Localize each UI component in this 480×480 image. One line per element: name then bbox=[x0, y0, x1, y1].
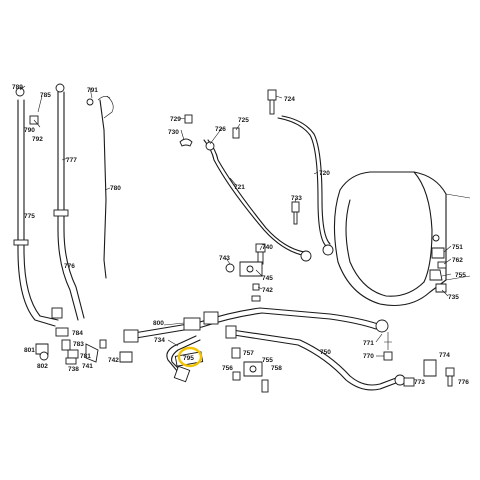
callout-730: 730 bbox=[168, 129, 179, 136]
callout-801: 801 bbox=[24, 347, 35, 354]
callout-labels: 789 785 791 790 792 777 780 775 776 729 … bbox=[12, 84, 469, 386]
callout-720: 720 bbox=[319, 170, 330, 177]
callout-751: 751 bbox=[452, 244, 463, 251]
callout-785: 785 bbox=[40, 92, 51, 99]
callout-790: 790 bbox=[24, 127, 35, 134]
callout-800: 800 bbox=[153, 320, 164, 327]
callout-750: 750 bbox=[320, 349, 331, 356]
callout-776: 776 bbox=[64, 263, 75, 270]
callout-735: 735 bbox=[448, 294, 459, 301]
callout-745: 745 bbox=[262, 275, 273, 282]
callout-738: 738 bbox=[68, 366, 79, 373]
callout-783: 783 bbox=[73, 341, 84, 348]
callout-775: 775 bbox=[24, 213, 35, 220]
highlight-ring-795 bbox=[177, 346, 203, 368]
callout-784: 784 bbox=[72, 330, 83, 337]
callout-762: 762 bbox=[452, 257, 463, 264]
callout-734: 734 bbox=[154, 337, 165, 344]
callout-755b: 755 bbox=[262, 357, 273, 364]
callout-743: 743 bbox=[219, 255, 230, 262]
callout-742b: 742 bbox=[108, 357, 119, 364]
leader-lines bbox=[19, 85, 452, 357]
callout-771: 771 bbox=[363, 340, 374, 347]
callout-774: 774 bbox=[439, 352, 450, 359]
callout-733: 733 bbox=[291, 195, 302, 202]
transmission-bell-housing bbox=[333, 171, 471, 307]
callout-758: 758 bbox=[271, 365, 282, 372]
callout-781: 781 bbox=[80, 353, 91, 360]
callout-729: 729 bbox=[170, 116, 181, 123]
callout-792: 792 bbox=[32, 136, 43, 143]
callout-725: 725 bbox=[238, 117, 249, 124]
callout-770: 770 bbox=[363, 353, 374, 360]
callout-757: 757 bbox=[243, 350, 254, 357]
callout-776b: 776 bbox=[458, 379, 469, 386]
callout-741: 741 bbox=[82, 363, 93, 370]
lower-left-fittings bbox=[35, 327, 133, 365]
dipstick-tube-assembly bbox=[13, 83, 114, 327]
callout-780: 780 bbox=[110, 185, 121, 192]
callout-777: 777 bbox=[66, 157, 77, 164]
callout-802: 802 bbox=[37, 363, 48, 370]
oil-cooler-lines bbox=[123, 307, 406, 391]
callout-721: 721 bbox=[234, 184, 245, 191]
callout-742: 742 bbox=[262, 287, 273, 294]
callout-755: 755 bbox=[455, 272, 466, 279]
callout-756: 756 bbox=[222, 365, 233, 372]
cable-assembly bbox=[179, 89, 334, 262]
callout-724: 724 bbox=[284, 96, 295, 103]
callout-789: 789 bbox=[12, 84, 23, 91]
callout-795: 795 bbox=[183, 355, 194, 362]
callout-726: 726 bbox=[215, 126, 226, 133]
bracket-cluster bbox=[225, 243, 266, 302]
callout-791: 791 bbox=[87, 87, 98, 94]
callout-740: 740 bbox=[262, 244, 273, 251]
clips-and-fittings bbox=[231, 247, 455, 393]
callout-773: 773 bbox=[414, 379, 425, 386]
